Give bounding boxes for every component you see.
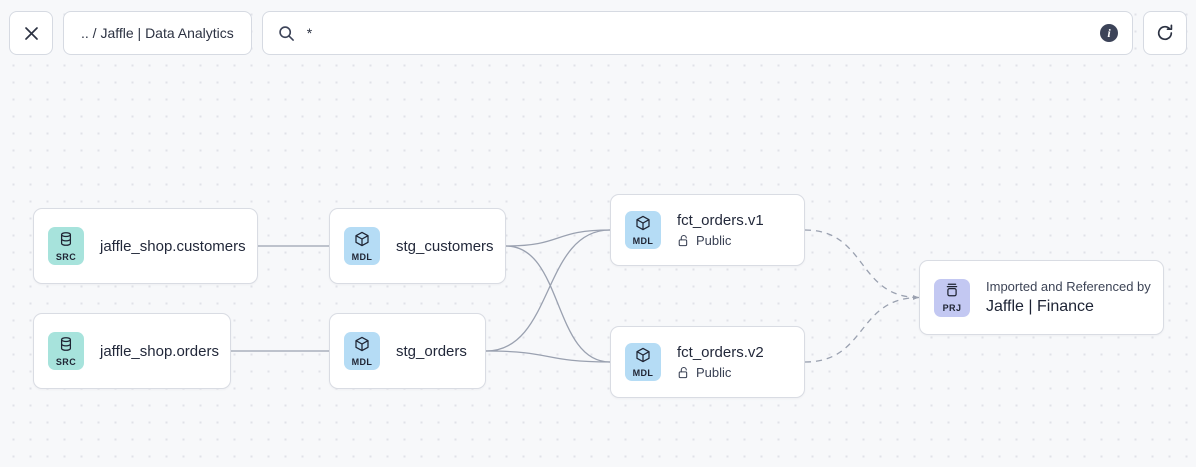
unlock-icon <box>677 366 690 379</box>
node-type-badge-mdl: MDL <box>625 343 661 381</box>
node-kicker: Imported and Referenced by <box>986 279 1151 294</box>
node-type-badge-mdl: MDL <box>625 211 661 249</box>
graph-edge-stg_orders-to-fct_orders_v2 <box>485 350 611 363</box>
node-body: stg_orders <box>396 343 467 360</box>
node-title: jaffle_shop.customers <box>100 237 246 255</box>
database-icon <box>58 336 74 357</box>
graph-edge-stg_customers-to-fct_orders_v1 <box>505 229 611 247</box>
cube-icon <box>354 336 370 357</box>
node-body: jaffle_shop.orders <box>100 342 219 360</box>
breadcrumb[interactable]: .. / Jaffle | Data Analytics <box>63 11 252 55</box>
cube-icon <box>354 231 370 252</box>
cube-icon <box>635 215 651 236</box>
graph-edge-stg_customers-to-fct_orders_v2 <box>505 245 611 363</box>
close-icon <box>24 26 38 40</box>
node-visibility: Public <box>677 365 764 380</box>
refresh-button[interactable] <box>1143 11 1187 55</box>
node-body: jaffle_shop.customers <box>100 237 246 255</box>
node-type-label: SRC <box>55 356 77 367</box>
search-bar[interactable]: i <box>261 11 1133 55</box>
close-button[interactable] <box>9 11 53 55</box>
node-type-label: SRC <box>55 251 77 262</box>
unlock-icon <box>677 234 690 247</box>
graph-toolbar: .. / Jaffle | Data Analytics i <box>9 11 1187 55</box>
graph-edge-fct_orders_v1-to-jaffle_finance <box>804 229 920 300</box>
database-icon <box>58 231 74 252</box>
node-body: Imported and Referenced by Jaffle | Finan… <box>986 279 1151 316</box>
graph-node-stg_customers[interactable]: MDL stg_customers <box>329 208 506 284</box>
node-type-badge-src: SRC <box>48 227 84 265</box>
graph-node-stg_orders[interactable]: MDL stg_orders <box>329 313 486 389</box>
node-type-badge-mdl: MDL <box>344 227 380 265</box>
node-title: fct_orders.v2 <box>677 344 764 361</box>
graph-node-jaffle_shop_orders[interactable]: SRC jaffle_shop.orders <box>33 313 231 389</box>
refresh-icon <box>1157 24 1173 41</box>
graph-edge-fct_orders_v2-to-jaffle_finance <box>804 295 920 363</box>
node-title: stg_orders <box>396 342 467 360</box>
node-type-label: PRJ <box>942 303 962 313</box>
search-input[interactable] <box>306 25 1088 41</box>
node-type-badge-prj: PRJ <box>934 278 970 317</box>
node-body: stg_customers <box>396 237 494 255</box>
node-type-badge-mdl: MDL <box>344 332 380 370</box>
node-title: fct_orders.v1 <box>677 212 764 229</box>
node-type-badge-src: SRC <box>48 332 84 370</box>
search-icon <box>279 25 294 41</box>
graph-edge-stg_orders-to-fct_orders_v1 <box>485 229 611 352</box>
graph-node-jaffle_shop_customers[interactable]: SRC jaffle_shop.customers <box>33 208 258 284</box>
cube-icon <box>635 347 651 368</box>
node-type-label: MDL <box>351 356 373 367</box>
node-title: stg_customers <box>396 237 494 255</box>
node-type-label: MDL <box>632 235 654 246</box>
node-title: Jaffle | Finance <box>986 298 1094 315</box>
project-icon <box>944 282 960 303</box>
node-type-label: MDL <box>351 251 373 262</box>
node-visibility-label: Public <box>696 233 732 248</box>
info-icon[interactable]: i <box>1100 24 1118 42</box>
node-visibility-label: Public <box>696 365 732 380</box>
node-type-label: MDL <box>632 367 654 378</box>
graph-node-jaffle_finance[interactable]: PRJ Imported and Referenced by Jaffle | Fi… <box>919 260 1164 335</box>
node-title: jaffle_shop.orders <box>100 342 219 360</box>
node-visibility: Public <box>677 233 764 248</box>
